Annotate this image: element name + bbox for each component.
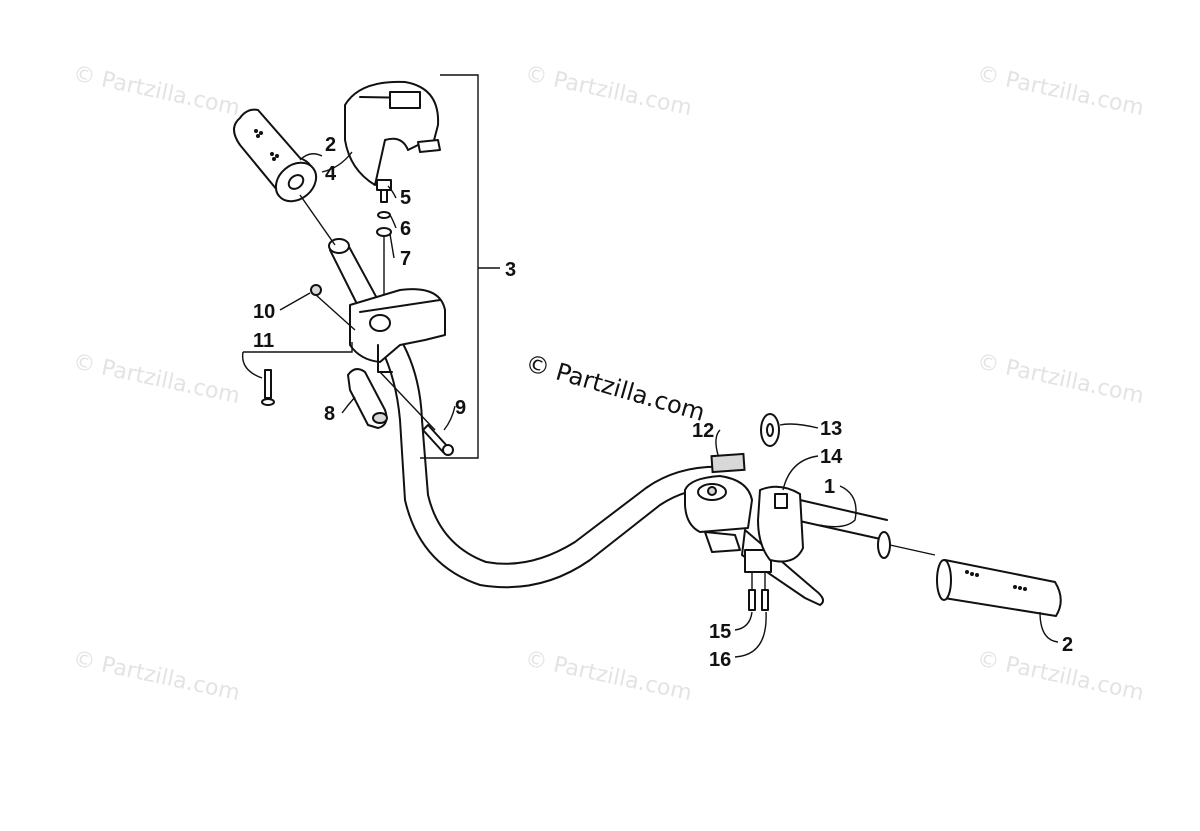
callout-2-right: 2: [1062, 634, 1073, 656]
watermark-center: © Partzilla.com: [522, 349, 708, 427]
watermark-mid-right: © Partzilla.com: [975, 349, 1146, 409]
throttle-body: [349, 288, 446, 373]
callout-13: 13: [820, 418, 842, 440]
decal: [710, 452, 746, 474]
callout-4: 4: [325, 163, 337, 185]
callout-7: 7: [400, 248, 411, 270]
nut-screw-10-11: [243, 284, 356, 406]
throttle-housing-cover: [344, 80, 441, 186]
screw-washer-stack: [376, 179, 392, 310]
grip-texture-icon: [254, 129, 279, 161]
callout-15: 15: [709, 621, 731, 643]
callout-6: 6: [400, 218, 411, 240]
callout-11: 11: [253, 330, 274, 352]
right-grip: [889, 544, 1062, 617]
screw-9: [379, 371, 454, 456]
watermark-bottom-left: © Partzilla.com: [71, 646, 242, 706]
watermark-top-center: © Partzilla.com: [523, 61, 694, 121]
callout-12: 12: [692, 420, 714, 442]
screws-15-16: [748, 572, 769, 611]
switch-housing: [757, 485, 804, 563]
watermark-mid-left: © Partzilla.com: [71, 349, 242, 409]
callout-3: 3: [505, 259, 516, 281]
handlebar-right-end: [877, 531, 891, 559]
washer-13: [760, 413, 780, 447]
callout-14: 14: [820, 446, 843, 468]
watermark-top-left: © Partzilla.com: [71, 61, 242, 121]
watermark-top-right: © Partzilla.com: [975, 61, 1146, 121]
callout-10: 10: [253, 301, 275, 323]
watermark-bottom-center: © Partzilla.com: [523, 646, 694, 706]
callout-9: 9: [455, 397, 466, 419]
callout-5: 5: [400, 187, 411, 209]
callout-1: 1: [824, 476, 835, 498]
assembly-3-bracket: [420, 74, 479, 459]
left-grip: [233, 108, 336, 246]
callout-8: 8: [324, 403, 335, 425]
callout-2-left: 2: [325, 134, 336, 156]
grip-texture-icon: [965, 570, 1027, 591]
callout-16: 16: [709, 649, 731, 671]
callout-leaders: [241, 151, 1059, 658]
callout-labels: 1 2 2 3 4 5 6 7 8 9 10 11 12 13 14 15 16: [253, 134, 1073, 671]
throttle-lever: [347, 368, 388, 429]
watermark-bottom-right: © Partzilla.com: [975, 646, 1146, 706]
